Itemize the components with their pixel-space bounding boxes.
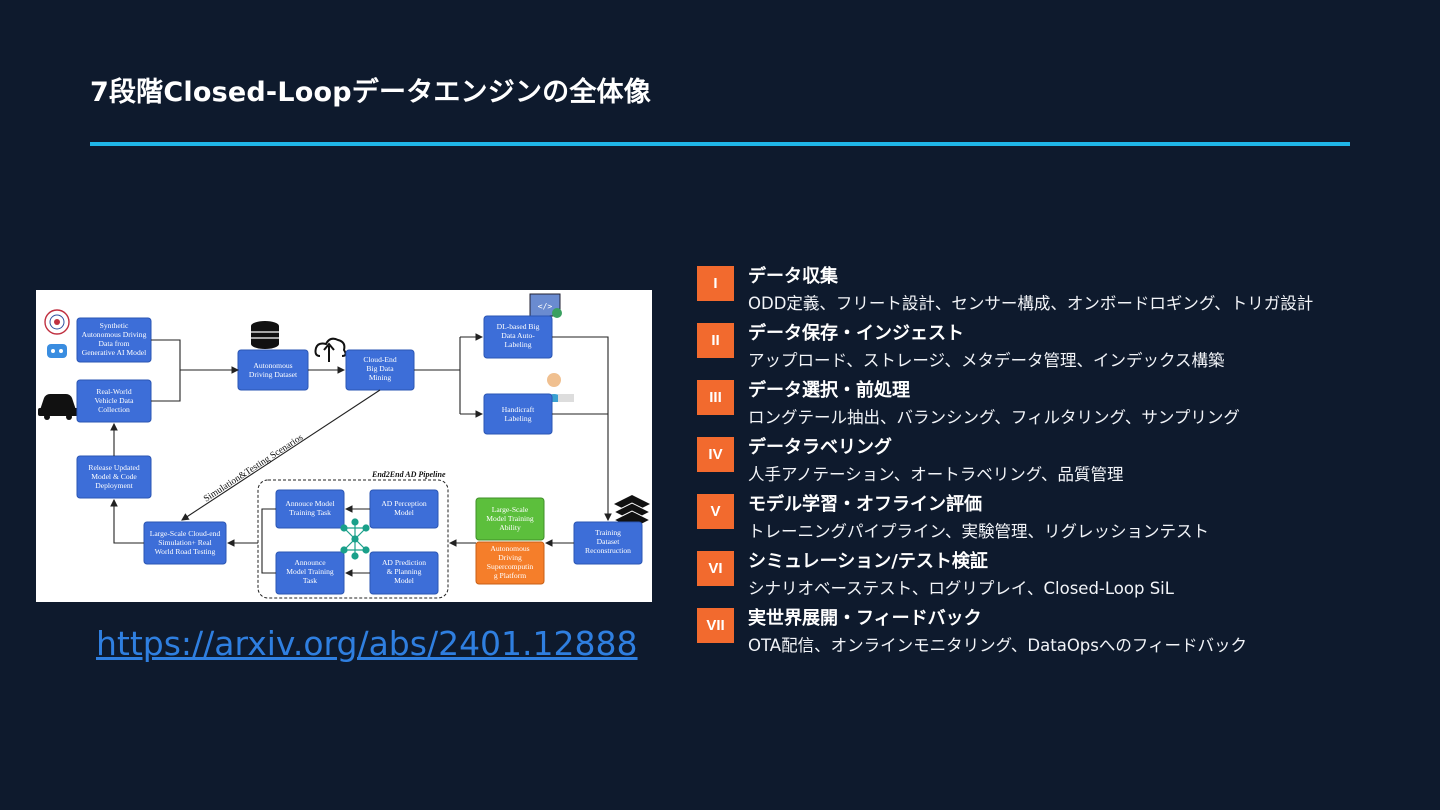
robot-icon <box>47 344 67 358</box>
step-item: IV データラベリング 人手アノテーション、オートラベリング、品質管理 <box>697 433 1432 490</box>
pipeline-label: End2End AD Pipeline <box>371 470 446 479</box>
step-item: VI シミュレーション/テスト検証 シナリオベーステスト、ログリプレイ、Clos… <box>697 547 1432 604</box>
step-badge: I <box>697 266 734 301</box>
neural-network-icon <box>340 518 370 560</box>
step-title: データ選択・前処理 <box>748 380 910 401</box>
step-description: 人手アノテーション、オートラベリング、品質管理 <box>748 465 1124 484</box>
step-badge: VI <box>697 551 734 586</box>
database-icon <box>251 321 279 349</box>
arxiv-link[interactable]: https://arxiv.org/abs/2401.12888 <box>96 624 638 663</box>
step-title: データラベリング <box>748 437 892 458</box>
step-description: シナリオベーステスト、ログリプレイ、Closed-Loop SiL <box>748 579 1174 598</box>
step-description: ロングテール抽出、バランシング、フィルタリング、サンプリング <box>748 408 1240 427</box>
step-title: 実世界展開・フィードバック <box>748 608 982 629</box>
step-item: II データ保存・インジェスト アップロード、ストレージ、メタデータ管理、インデ… <box>697 319 1432 376</box>
step-item: V モデル学習・オフライン評価 トレーニングパイプライン、実験管理、リグレッショ… <box>697 490 1432 547</box>
step-description: ODD定義、フリート設計、センサー構成、オンボードロギング、トリガ設計 <box>748 294 1314 313</box>
title-divider <box>90 142 1350 146</box>
step-badge: III <box>697 380 734 415</box>
step-description: トレーニングパイプライン、実験管理、リグレッションテスト <box>748 522 1210 541</box>
step-item: III データ選択・前処理 ロングテール抽出、バランシング、フィルタリング、サン… <box>697 376 1432 433</box>
step-description: アップロード、ストレージ、メタデータ管理、インデックス構築 <box>748 351 1225 370</box>
step-badge: V <box>697 494 734 529</box>
step-badge: IV <box>697 437 734 472</box>
step-title: モデル学習・オフライン評価 <box>748 494 982 515</box>
svg-text:</>: </> <box>538 302 553 311</box>
step-description: OTA配信、オンラインモニタリング、DataOpsへのフィードバック <box>748 636 1248 655</box>
page-title: 7段階Closed-Loopデータエンジンの全体像 <box>90 77 651 108</box>
cloud-upload-icon <box>314 337 347 362</box>
car-icon <box>38 394 78 420</box>
step-title: シミュレーション/テスト検証 <box>748 551 988 572</box>
step-title: データ保存・インジェスト <box>748 323 964 344</box>
code-monitor-icon: </> <box>529 293 562 318</box>
step-title: データ収集 <box>748 266 838 287</box>
step-item: VII 実世界展開・フィードバック OTA配信、オンラインモニタリング、Data… <box>697 604 1432 661</box>
step-item: I データ収集 ODD定義、フリート設計、センサー構成、オンボードロギング、トリ… <box>697 262 1432 319</box>
step-badge: II <box>697 323 734 358</box>
step-badge: VII <box>697 608 734 643</box>
neural-globe-icon <box>44 309 70 335</box>
pipeline-container <box>257 479 449 599</box>
